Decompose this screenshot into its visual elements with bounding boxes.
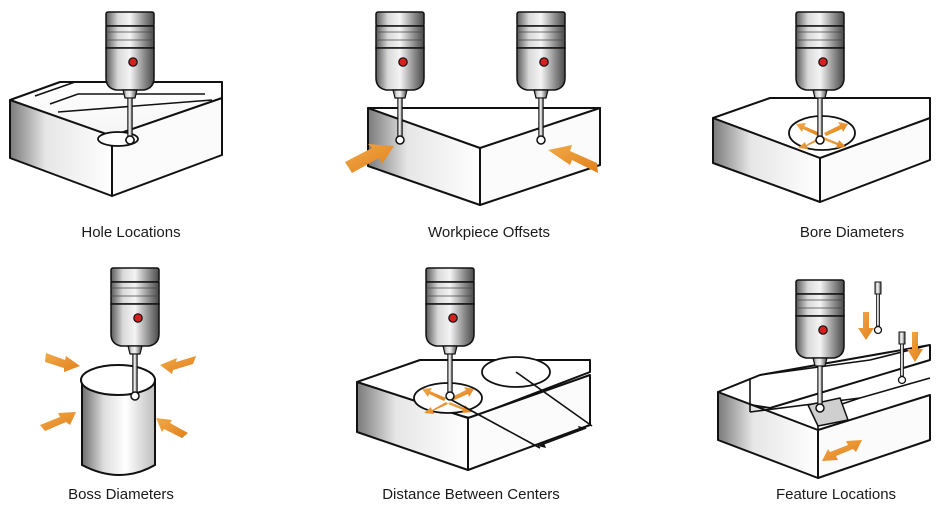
panel-hole-locations <box>9 11 223 197</box>
panel-distance-between-centers <box>356 267 593 471</box>
arrow-right-icon <box>548 145 598 173</box>
caption-distance-between-centers: Distance Between Centers <box>382 486 560 503</box>
panel-bore-diameters <box>712 11 931 203</box>
arrow-left-icon <box>345 144 394 173</box>
caption-boss-diameters: Boss Diameters <box>68 486 174 503</box>
panel-workpiece-offsets <box>345 11 601 206</box>
caption-workpiece-offsets: Workpiece Offsets <box>428 224 550 241</box>
caption-hole-locations: Hole Locations <box>81 224 181 241</box>
caption-feature-locations: Feature Locations <box>775 486 897 503</box>
caption-bore-diameters: Bore Diameters <box>799 224 905 241</box>
panel-feature-locations <box>717 279 931 479</box>
panel-boss-diameters <box>40 267 196 476</box>
